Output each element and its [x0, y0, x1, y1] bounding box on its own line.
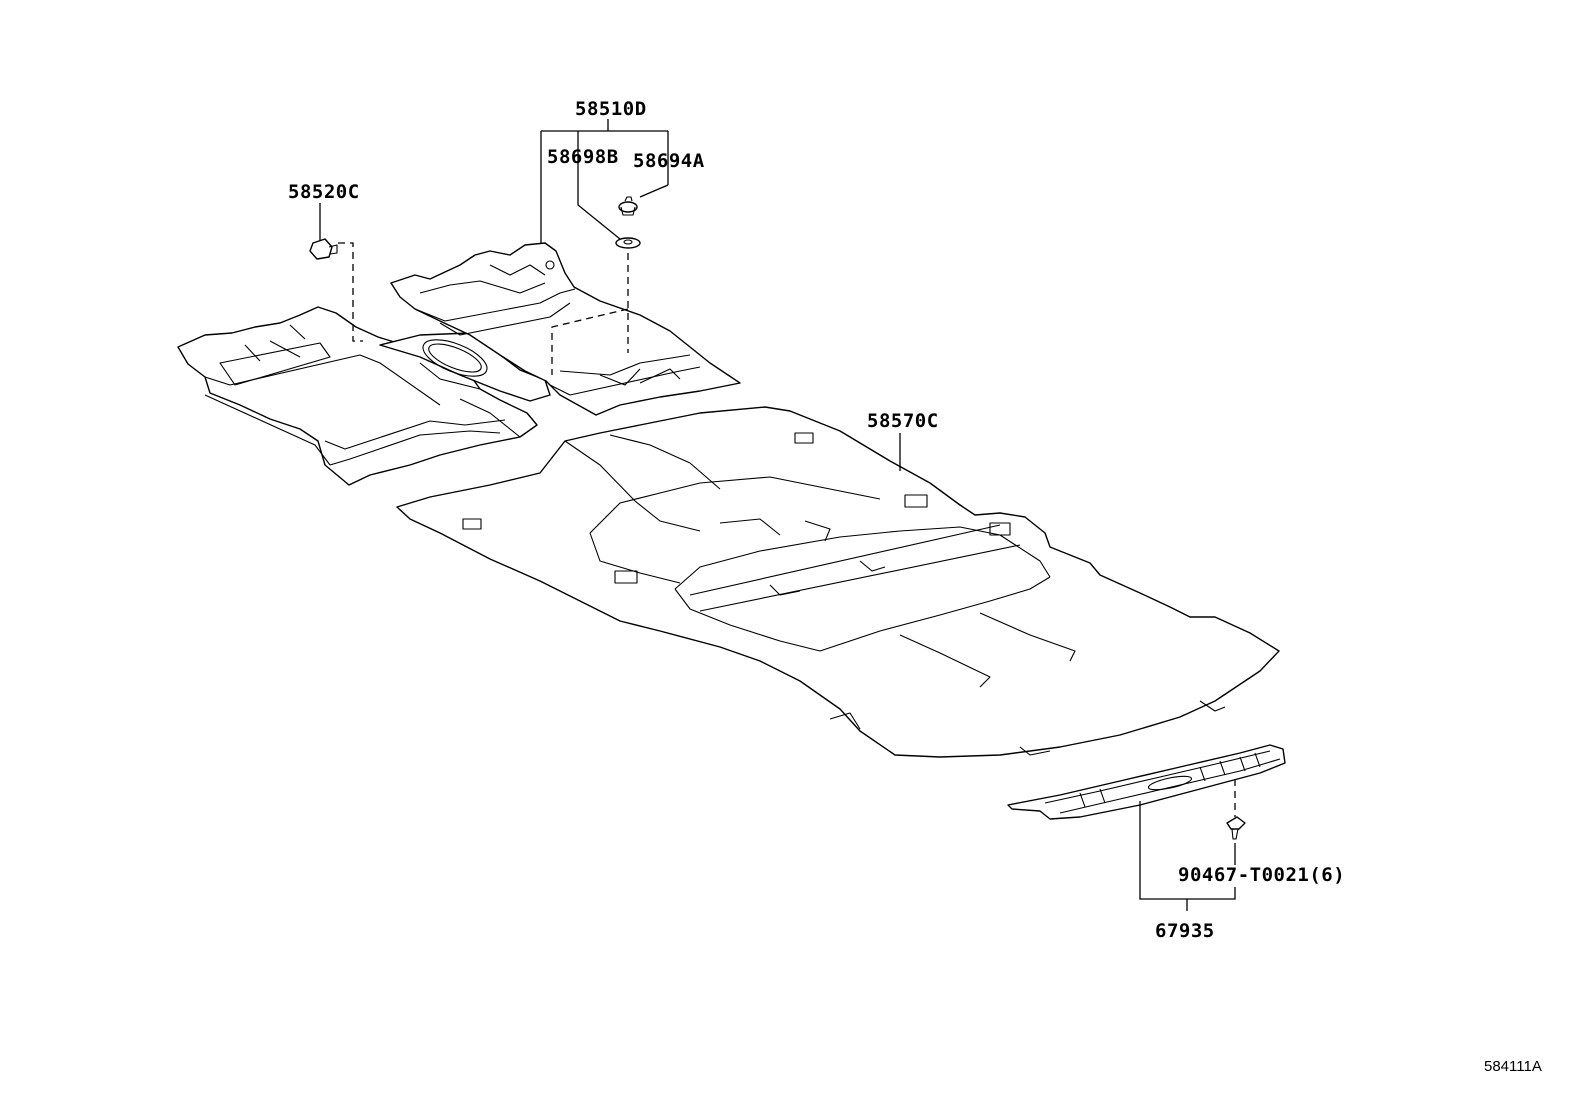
label-90467-t0021: 90467-T0021(6)	[1178, 864, 1345, 886]
clip-90467-icon[interactable]	[1226, 816, 1246, 840]
label-58694a: 58694A	[633, 150, 705, 172]
rear-floor-carpet[interactable]	[396, 406, 1280, 758]
front-left-floor-carpet[interactable]	[177, 306, 538, 486]
clip-58694a-icon[interactable]	[618, 196, 638, 216]
clip-58520c-icon[interactable]	[309, 238, 338, 260]
front-right-floor-carpet[interactable]	[390, 242, 741, 416]
washer-58698b-icon[interactable]	[615, 237, 641, 249]
label-58510d: 58510D	[575, 98, 647, 120]
diagram-reference-code: 584111A	[1484, 1058, 1542, 1075]
label-67935: 67935	[1155, 920, 1215, 942]
rear-step-plate[interactable]	[1007, 744, 1286, 820]
label-58698b: 58698B	[547, 146, 619, 168]
label-58570c: 58570C	[867, 410, 939, 432]
leader-lines	[319, 119, 1236, 911]
attachment-dash-lines	[338, 242, 1236, 817]
label-58520c: 58520C	[288, 181, 360, 203]
